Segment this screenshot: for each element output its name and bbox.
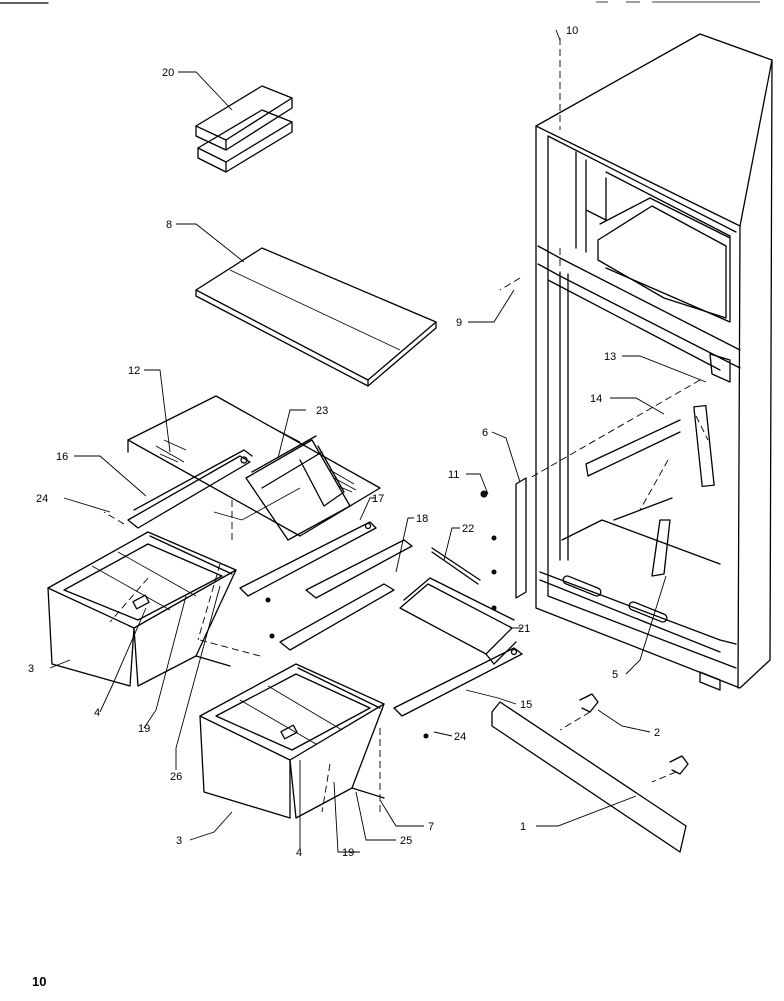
callout-labels: 20 10 8 9 13 12 14 23 6 16 11 24 17 18 2…: [28, 25, 660, 859]
callout-24-lower: 24: [454, 731, 466, 743]
callout-8: 8: [166, 219, 172, 231]
callout-3-left: 3: [28, 663, 34, 675]
crisper-track-21: [399, 577, 517, 665]
slide-18: [305, 539, 413, 599]
callout-25: 25: [400, 835, 412, 847]
callout-7: 7: [428, 821, 434, 833]
crisper-cover: [127, 395, 381, 537]
right-crisper-drawer: [199, 663, 385, 819]
refrigerator-cabinet: [535, 33, 773, 691]
callout-17: 17: [372, 493, 384, 505]
callout-1: 1: [520, 821, 526, 833]
callout-5: 5: [612, 669, 618, 681]
callout-21: 21: [518, 623, 530, 635]
ice-trays: [195, 85, 293, 173]
callout-19-right: 19: [342, 847, 354, 859]
callout-9: 9: [456, 317, 462, 329]
callout-23: 23: [316, 405, 328, 417]
callout-3-right: 3: [176, 835, 182, 847]
callout-12: 12: [128, 365, 140, 377]
header-fragments: [0, 1, 760, 4]
callout-16: 16: [56, 451, 68, 463]
callout-18: 18: [416, 513, 428, 525]
callout-leaders: [49, 29, 707, 853]
callout-10: 10: [566, 25, 578, 37]
callout-24-upper: 24: [36, 493, 48, 505]
freezer-wire-shelf: [195, 247, 437, 387]
callout-6: 6: [482, 427, 488, 439]
slide-17: [239, 521, 377, 603]
left-slide-rail: [127, 449, 253, 529]
left-crisper-drawer: [47, 531, 237, 687]
callout-2: 2: [654, 727, 660, 739]
grille-clip-upper: [579, 693, 599, 713]
callout-15: 15: [520, 699, 532, 711]
callout-20: 20: [162, 67, 174, 79]
callout-11: 11: [448, 469, 459, 481]
callout-4-left: 4: [94, 707, 100, 719]
callout-26: 26: [170, 771, 182, 783]
grille-clip-lower: [669, 755, 689, 775]
shelf-support-6: [480, 477, 527, 611]
toe-grille: [491, 701, 687, 853]
callout-19-left: 19: [138, 723, 150, 735]
slide-15: [393, 647, 523, 739]
rail-22: [431, 547, 481, 585]
right-slide-rail: [269, 583, 395, 651]
callout-22: 22: [462, 523, 474, 535]
callout-4-right: 4: [296, 847, 302, 859]
crisper-track-23: [213, 435, 351, 541]
assembly-dashed-lines: [103, 38, 709, 813]
callout-13: 13: [604, 351, 616, 363]
page-number: 10: [32, 974, 47, 989]
callout-14: 14: [590, 393, 602, 405]
